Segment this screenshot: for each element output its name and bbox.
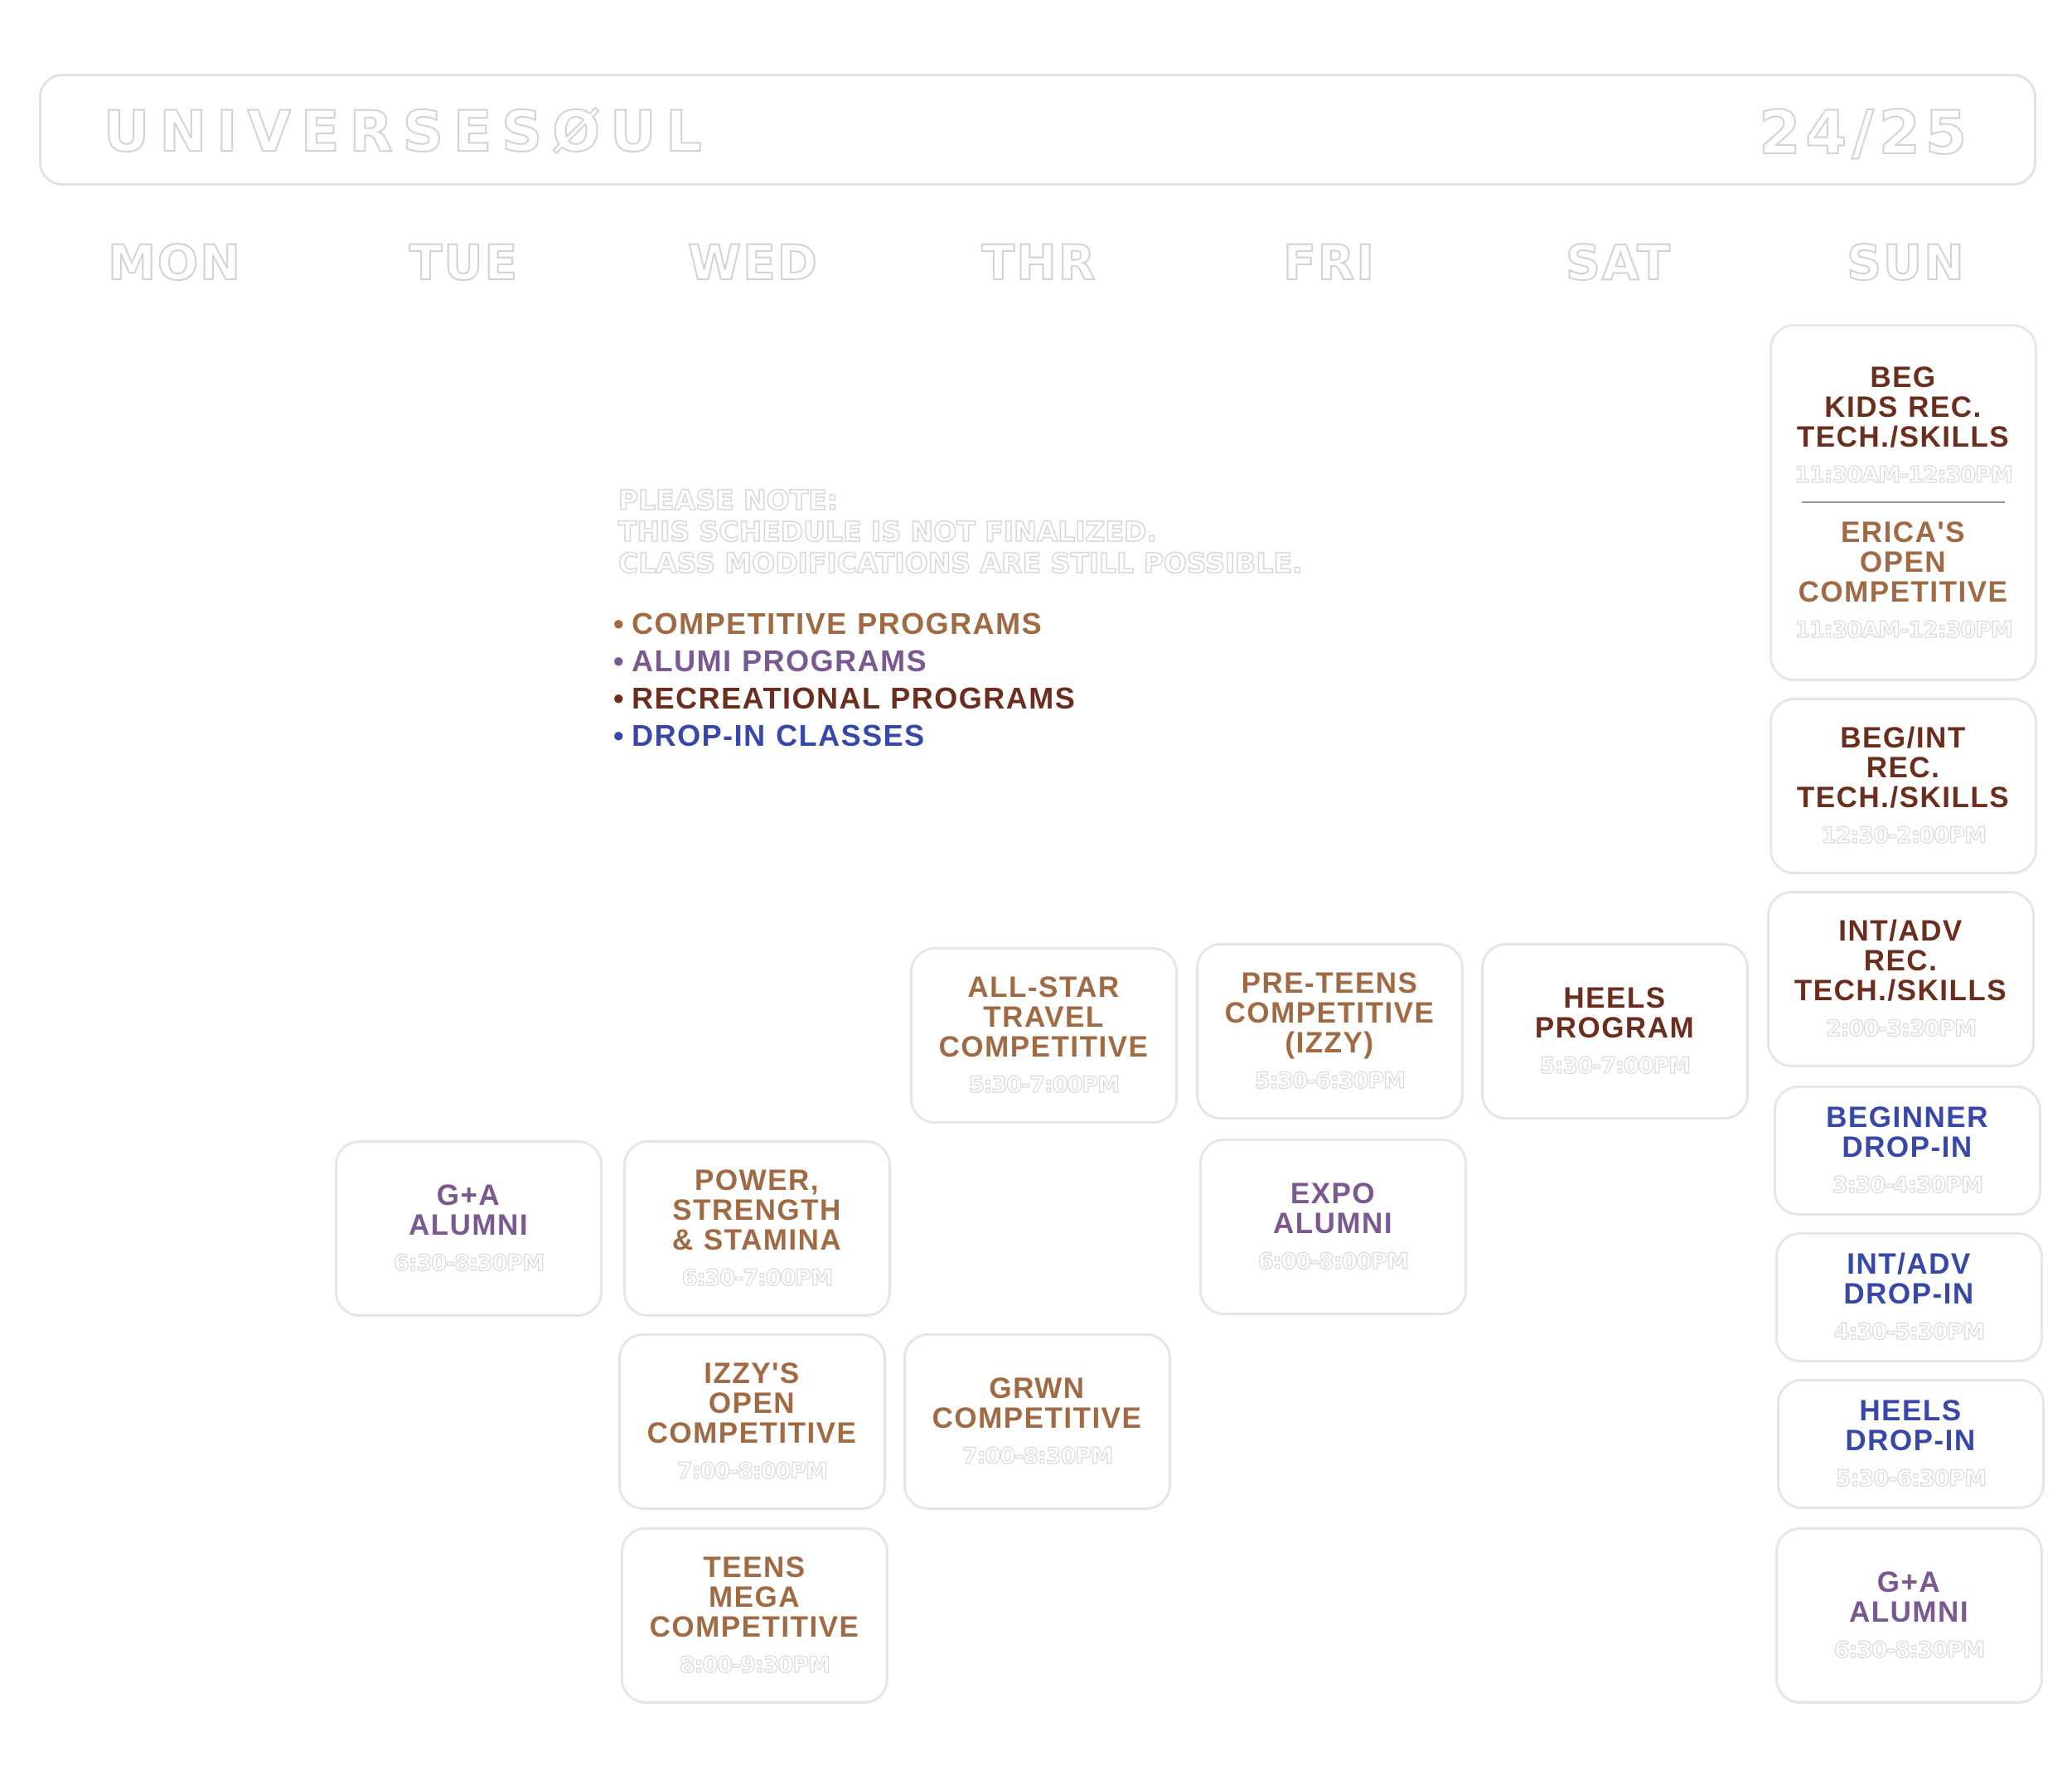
header-bar: UNIVERSESØUL 24/25 [39, 74, 2036, 186]
class-time: 8:00-9:30PM [679, 1652, 830, 1678]
class-time: 6:00-8:00PM [1257, 1248, 1409, 1274]
program-legend: •COMPETITIVE PROGRAMS •ALUMI PROGRAMS •R… [613, 605, 1076, 754]
class-title: ALL-STAR TRAVEL COMPETITIVE [938, 971, 1150, 1063]
class-card-sun-beg-int[interactable]: BEG/INT REC. TECH./SKILLS 12:30-2:00PM [1769, 698, 2037, 874]
note-line: THIS SCHEDULE IS NOT FINALIZED. [617, 515, 1157, 549]
legend-label: COMPETITIVE PROGRAMS [632, 607, 1043, 641]
class-time: 11:30AM-12:30PM [1794, 617, 2014, 643]
note-line: PLEASE NOTE: [617, 484, 839, 517]
legend-item-alumni: •ALUMI PROGRAMS [613, 642, 1076, 680]
day-header-tue: TUE [409, 234, 520, 292]
bullet-icon: • [613, 607, 626, 641]
legend-item-recreational: •RECREATIONAL PROGRAMS [613, 680, 1076, 717]
bullet-icon: • [613, 644, 626, 678]
class-card-wed-teens-mega[interactable]: TEENS MEGA COMPETITIVE 8:00-9:30PM [621, 1527, 888, 1704]
class-title: EXPO ALUMNI [1272, 1178, 1394, 1240]
class-title: HEELS DROP-IN [1845, 1395, 1977, 1457]
legend-item-dropin: •DROP-IN CLASSES [613, 717, 1076, 754]
class-title: HEELS PROGRAM [1534, 982, 1696, 1044]
class-time: 4:30-5:30PM [1833, 1318, 1985, 1345]
class-time: 6:30-8:30PM [1833, 1637, 1985, 1663]
class-title: BEG KIDS REC. TECH./SKILLS [1796, 360, 2011, 453]
class-card-thr-grwn[interactable]: GRWN COMPETITIVE 7:00-8:30PM [903, 1333, 1171, 1510]
class-title: IZZY'S OPEN COMPETITIVE [646, 1357, 858, 1449]
class-card-fri-expo[interactable]: EXPO ALUMNI 6:00-8:00PM [1199, 1139, 1467, 1315]
season-label: 24/25 [1758, 97, 1972, 168]
legend-item-competitive: •COMPETITIVE PROGRAMS [613, 605, 1076, 642]
class-card-sun-morning[interactable]: BEG KIDS REC. TECH./SKILLS 11:30AM-12:30… [1769, 324, 2037, 681]
class-time: 2:00-3:30PM [1825, 1015, 1977, 1042]
day-header-wed: WED [687, 234, 819, 292]
class-time: 11:30AM-12:30PM [1794, 462, 2014, 488]
bullet-icon: • [613, 681, 626, 715]
class-title: PRE-TEENS COMPETITIVE (IZZY) [1224, 967, 1435, 1059]
class-time: 7:00-8:30PM [961, 1443, 1113, 1469]
bullet-icon: • [613, 718, 626, 752]
class-time: 5:30-7:00PM [968, 1071, 1120, 1098]
class-card-sun-ga-alumni[interactable]: G+A ALUMNI 6:30-8:30PM [1775, 1527, 2043, 1704]
class-card-fri-preteens[interactable]: PRE-TEENS COMPETITIVE (IZZY) 5:30-6:30PM [1196, 943, 1464, 1120]
class-title: ERICA'S OPEN COMPETITIVE [1798, 515, 2009, 608]
day-header-sun: SUN [1846, 234, 1966, 292]
class-title: TEENS MEGA COMPETITIVE [649, 1551, 860, 1643]
class-time: 5:30-6:30PM [1835, 1465, 1987, 1492]
day-header-thr: THR [981, 234, 1097, 292]
brand-logo: UNIVERSESØUL [103, 99, 712, 166]
schedule-note: PLEASE NOTE: THIS SCHEDULE IS NOT FINALI… [617, 484, 1303, 580]
class-title: INT/ADV REC. TECH./SKILLS [1794, 915, 2008, 1007]
class-card-thr-allstar[interactable]: ALL-STAR TRAVEL COMPETITIVE 5:30-7:00PM [910, 947, 1178, 1124]
note-line: CLASS MODIFICATIONS ARE STILL POSSIBLE. [617, 547, 1303, 580]
day-header-mon: MON [107, 234, 242, 292]
day-header-sat: SAT [1565, 234, 1672, 292]
class-time: 5:30-7:00PM [1539, 1052, 1691, 1079]
class-card-tue-ga-alumni[interactable]: G+A ALUMNI 6:30-8:30PM [335, 1140, 603, 1317]
class-time: 5:30-6:30PM [1254, 1067, 1406, 1094]
class-time: 6:30-7:00PM [681, 1265, 833, 1291]
class-title: INT/ADV DROP-IN [1843, 1248, 1975, 1310]
class-title: POWER, STRENGTH & STAMINA [671, 1164, 843, 1256]
class-time: 7:00-8:00PM [676, 1458, 828, 1484]
class-card-sun-heels-dropin[interactable]: HEELS DROP-IN 5:30-6:30PM [1777, 1379, 2045, 1509]
class-card-sat-heels[interactable]: HEELS PROGRAM 5:30-7:00PM [1481, 943, 1749, 1120]
class-time: 12:30-2:00PM [1820, 822, 1987, 849]
class-title: BEGINNER DROP-IN [1826, 1101, 1989, 1163]
class-title: G+A ALUMNI [1848, 1566, 1970, 1628]
class-title: G+A ALUMNI [408, 1179, 530, 1241]
class-card-sun-intadv-dropin[interactable]: INT/ADV DROP-IN 4:30-5:30PM [1775, 1232, 2043, 1362]
class-card-wed-power[interactable]: POWER, STRENGTH & STAMINA 6:30-7:00PM [623, 1140, 891, 1317]
class-time: 3:30-4:30PM [1832, 1172, 1983, 1198]
divider [1802, 501, 2005, 503]
class-time: 6:30-8:30PM [393, 1250, 545, 1276]
legend-label: RECREATIONAL PROGRAMS [632, 681, 1077, 715]
class-title: GRWN COMPETITIVE [932, 1372, 1143, 1434]
class-card-sun-beginner-dropin[interactable]: BEGINNER DROP-IN 3:30-4:30PM [1774, 1086, 2041, 1216]
class-title: BEG/INT REC. TECH./SKILLS [1796, 722, 2011, 814]
class-card-wed-izzy-open[interactable]: IZZY'S OPEN COMPETITIVE 7:00-8:00PM [618, 1333, 886, 1510]
legend-label: ALUMI PROGRAMS [632, 644, 928, 678]
day-header-fri: FRI [1282, 234, 1376, 292]
class-card-sun-int-adv[interactable]: INT/ADV REC. TECH./SKILLS 2:00-3:30PM [1767, 891, 2035, 1067]
legend-label: DROP-IN CLASSES [632, 718, 926, 752]
